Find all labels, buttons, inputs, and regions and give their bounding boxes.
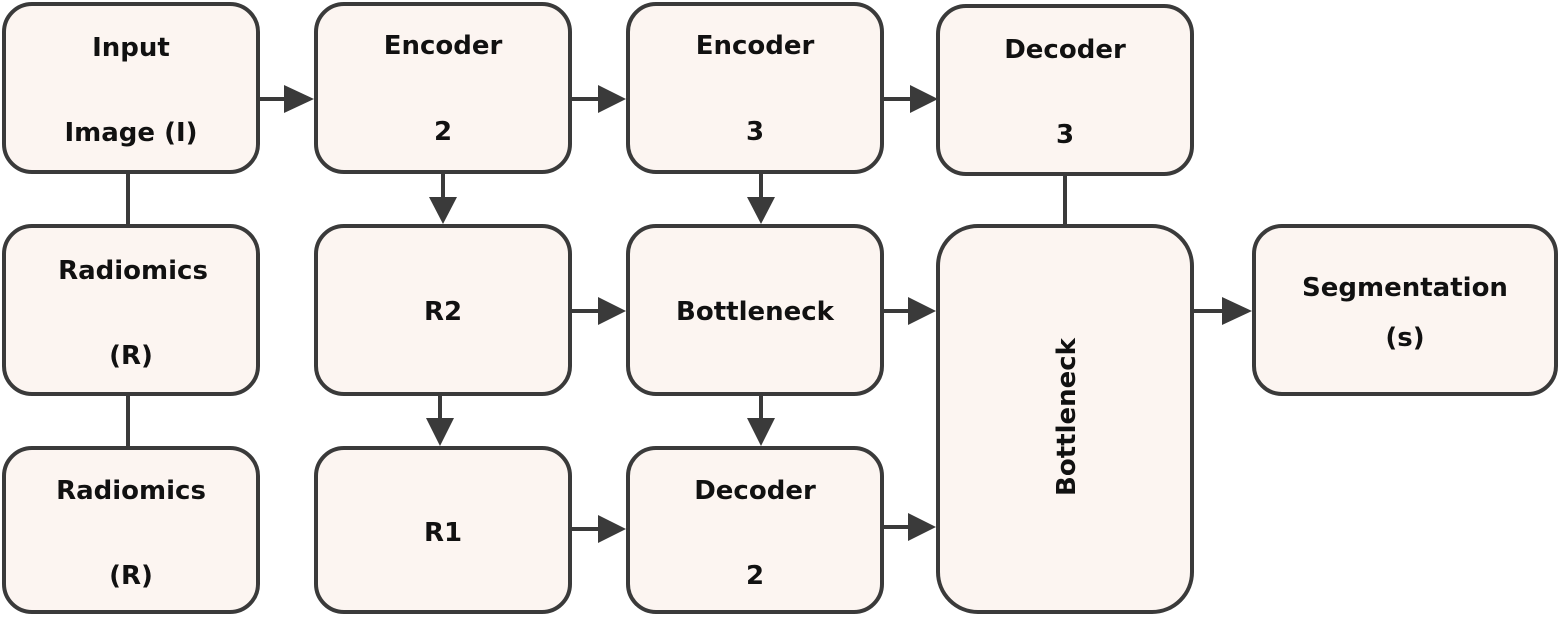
node-decoder-3-line1: Decoder [1004, 35, 1126, 65]
node-bottleneck-tall-label: Bottleneck [1052, 337, 1082, 496]
node-decoder-2-line2: 2 [746, 561, 764, 591]
node-input-image: Input Image (I) [2, 2, 260, 174]
node-r1-label: R1 [424, 518, 462, 548]
arrow-encoder2-to-encoder3 [572, 85, 626, 113]
node-encoder-2-line2: 2 [434, 117, 452, 147]
node-segmentation: Segmentation (s) [1252, 224, 1558, 396]
arrow-encoder3-to-decoder3 [884, 85, 938, 113]
node-encoder-2: Encoder 2 [314, 2, 572, 174]
node-decoder-2: Decoder 2 [626, 446, 884, 614]
node-segmentation-line1: Segmentation [1302, 273, 1508, 303]
arrow-r2-to-bottleneck [572, 297, 626, 325]
arrow-tall-bottleneck-to-segmentation [1194, 297, 1252, 325]
node-r2-label: R2 [424, 297, 462, 327]
arrow-encoder2-to-r2 [429, 172, 457, 224]
node-decoder-2-line1: Decoder [694, 476, 816, 506]
node-radiomics-bottom-line2: (R) [109, 561, 153, 591]
node-decoder-3-line2: 3 [1056, 120, 1074, 150]
arrow-r2-to-r1 [426, 394, 454, 446]
node-radiomics-bottom-line1: Radiomics [56, 476, 206, 506]
node-bottleneck-mid-label: Bottleneck [676, 297, 835, 327]
node-input-image-line2: Image (I) [64, 118, 197, 148]
node-radiomics-top: Radiomics (R) [2, 224, 260, 396]
node-bottleneck-tall: Bottleneck [936, 224, 1194, 614]
node-radiomics-top-line1: Radiomics [58, 256, 208, 286]
arrow-decoder2-to-tall-bottleneck [884, 513, 936, 541]
node-radiomics-bottom: Radiomics (R) [2, 446, 260, 614]
node-bottleneck-mid: Bottleneck [626, 224, 884, 396]
node-r2: R2 [314, 224, 572, 396]
node-input-image-line1: Input [92, 33, 170, 63]
node-r1: R1 [314, 446, 572, 614]
arrow-bottleneck-to-decoder2 [747, 394, 775, 446]
arrow-input-to-encoder2 [260, 85, 314, 113]
node-encoder-2-line1: Encoder [384, 31, 503, 61]
node-radiomics-top-line2: (R) [109, 341, 153, 371]
node-encoder-3: Encoder 3 [626, 2, 884, 174]
node-encoder-3-line1: Encoder [696, 31, 815, 61]
node-encoder-3-line2: 3 [746, 117, 764, 147]
arrow-bottleneck-to-tall-bottleneck [884, 297, 936, 325]
node-segmentation-line2: (s) [1385, 323, 1424, 353]
node-decoder-3: Decoder 3 [936, 4, 1194, 176]
arrow-encoder3-to-bottleneck [747, 172, 775, 224]
arrow-r1-to-decoder2 [572, 515, 626, 543]
